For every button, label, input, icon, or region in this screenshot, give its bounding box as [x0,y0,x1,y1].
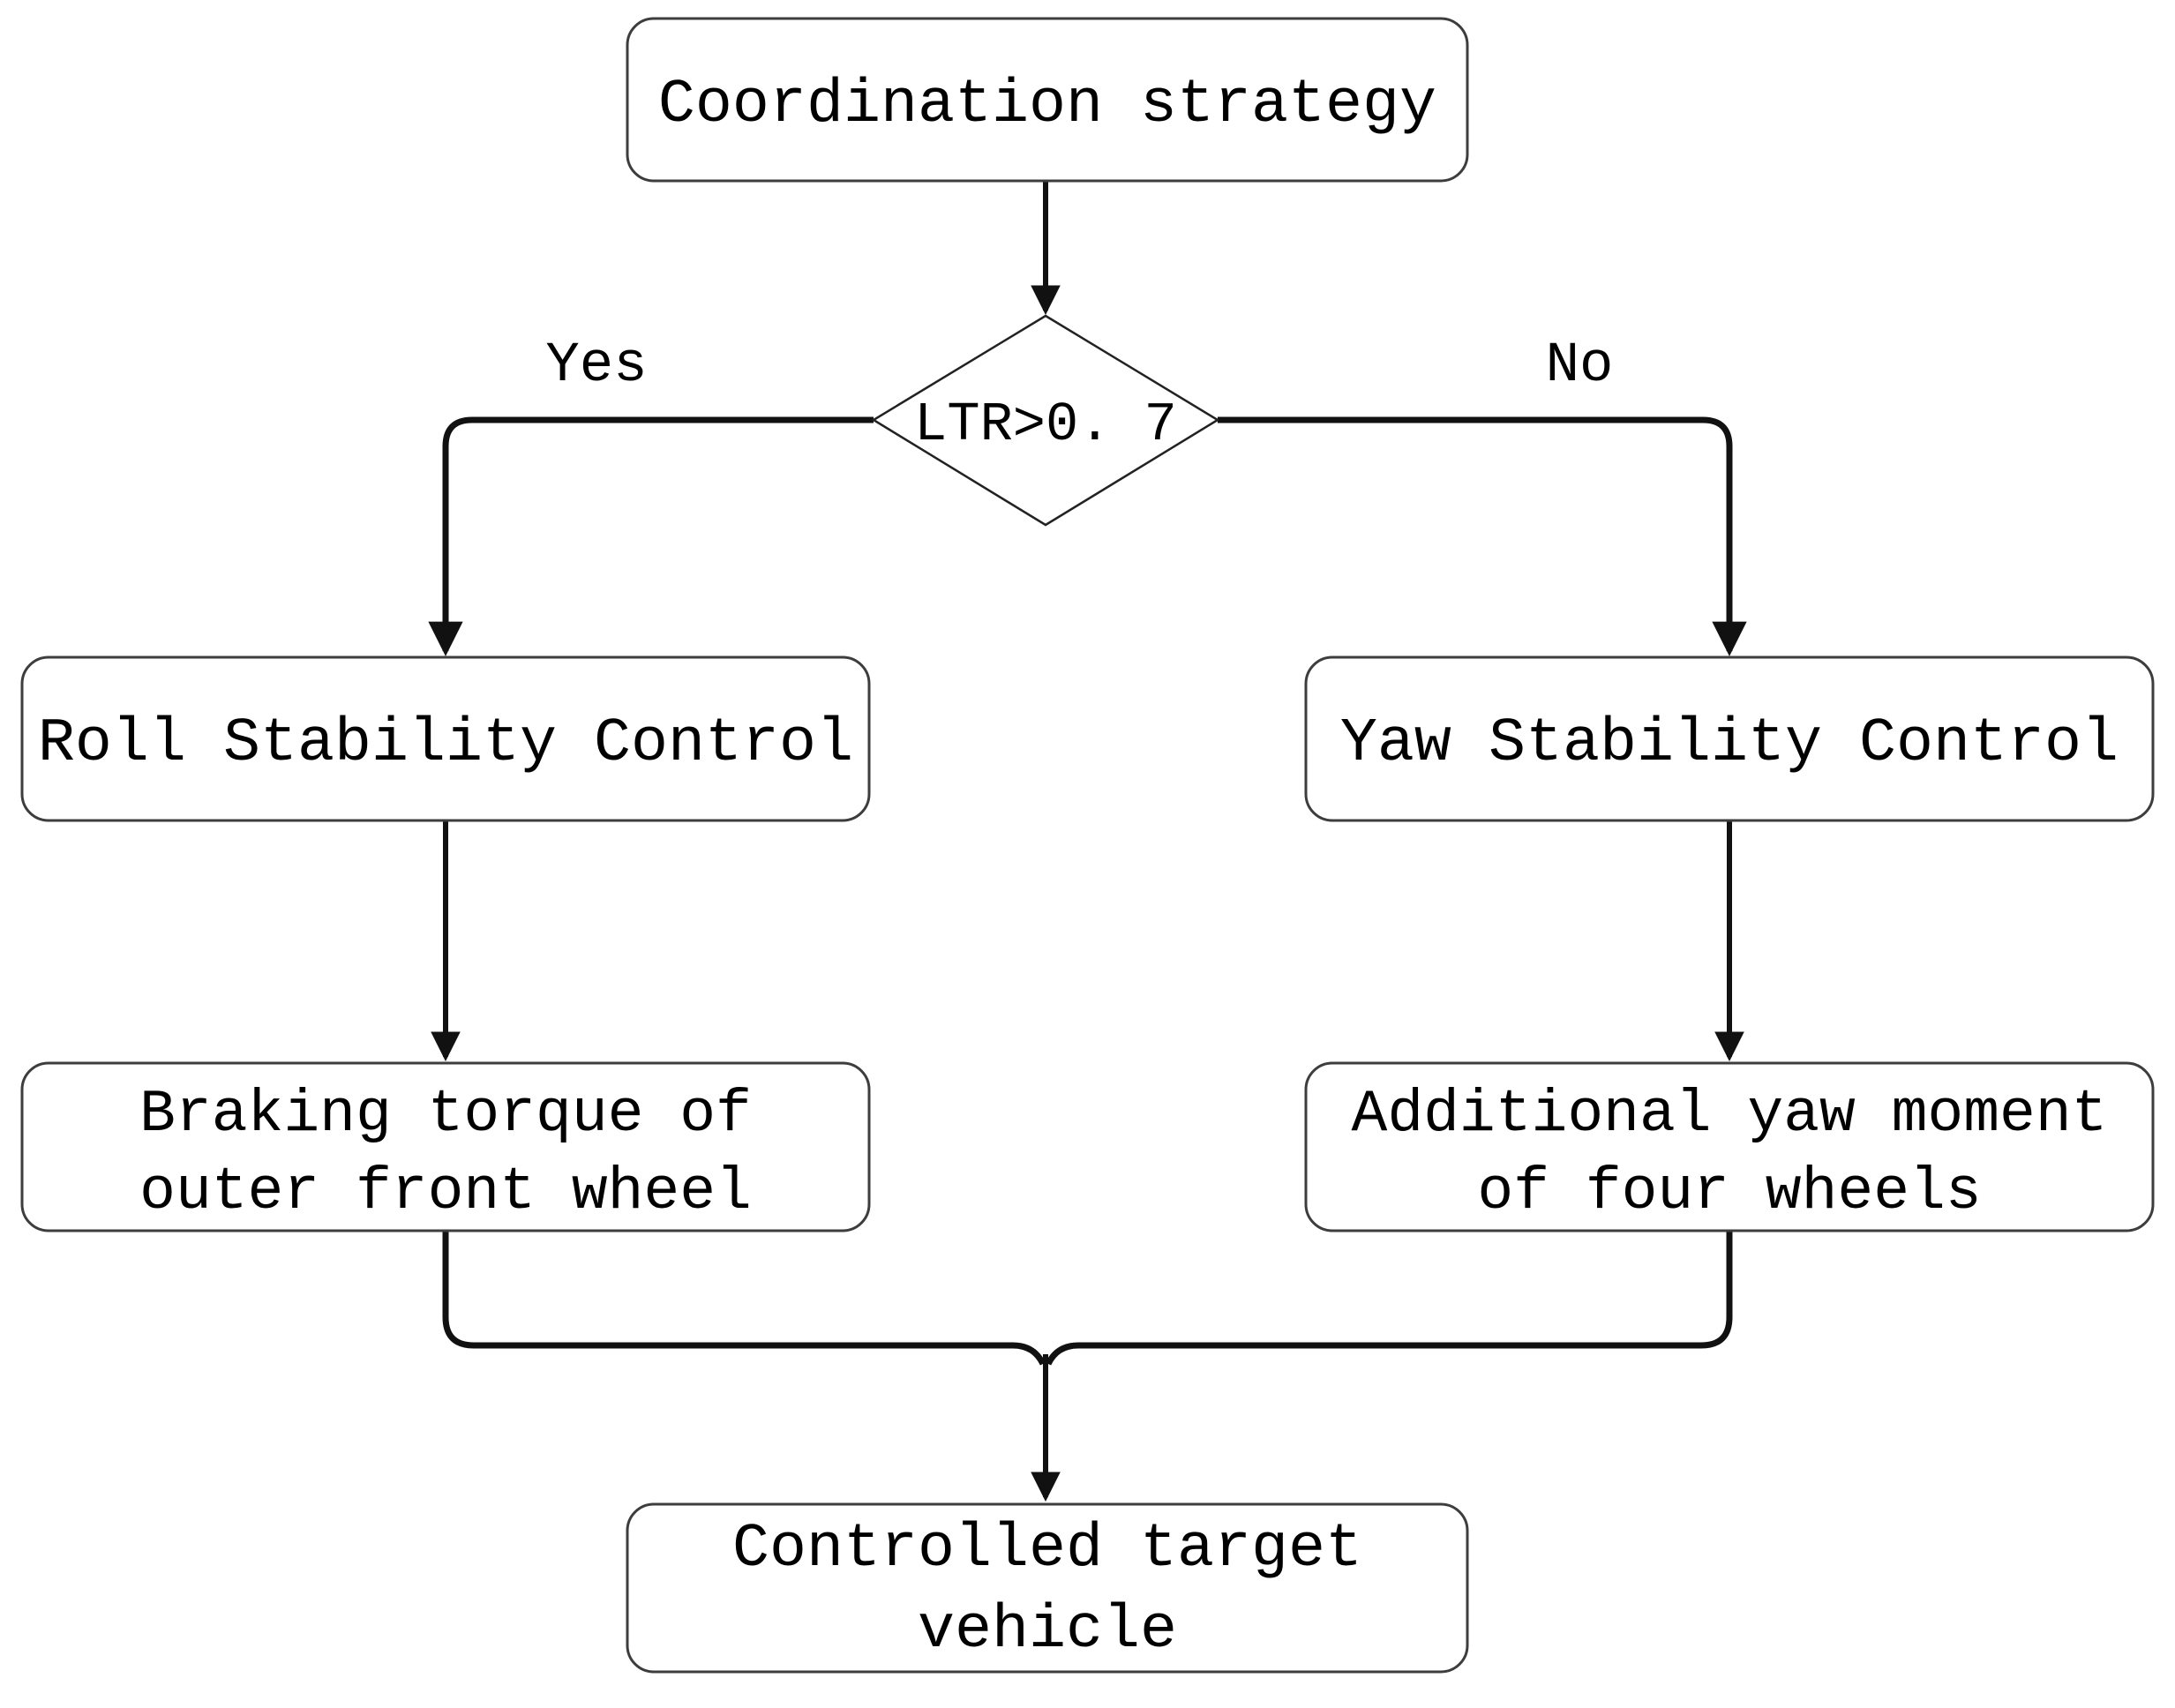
node-yaw-stability-label: Yaw Stability Control [1340,709,2119,779]
node-additional-yaw: Additional yaw moment of four wheels [1304,1061,2155,1232]
label-no: No [1546,334,1614,398]
decision-ltr: LTR>0. 7 [871,314,1220,527]
edge-yes-branch [428,416,874,656]
node-coordination-strategy-shape [626,17,1469,183]
label-yes: Yes [545,334,647,398]
decision-ltr-shape [871,314,1220,527]
decision-ltr-label: LTR>0. 7 [914,393,1177,456]
node-coordination-strategy: Coordination strategy [626,17,1469,183]
node-controlled-target-shape [626,1502,1469,1674]
node-roll-stability-shape [20,655,871,822]
node-additional-yaw-line2: of four wheels [1477,1158,1981,1226]
node-roll-stability-label: Roll Stability Control [38,709,853,779]
node-braking-torque: Braking torque of outer front wheel [20,1061,871,1232]
node-additional-yaw-shape [1304,1061,2155,1232]
node-braking-torque-line2: outer front wheel [139,1158,752,1226]
node-yaw-stability: Yaw Stability Control [1304,655,2155,822]
node-controlled-target: Controlled target vehicle [626,1502,1469,1674]
node-braking-torque-shape [20,1061,871,1232]
node-roll-stability: Roll Stability Control [20,655,871,822]
node-controlled-target-line2: vehicle [918,1596,1177,1666]
edges [428,181,1747,1502]
edge-additional-to-merge [1045,1230,1733,1366]
node-controlled-target-line1: Controlled target [732,1515,1362,1584]
node-coordination-strategy-label: Coordination strategy [658,71,1436,140]
edge-no-branch [1218,416,1747,656]
node-additional-yaw-line1: Additional yaw moment [1352,1081,2108,1149]
node-braking-torque-line1: Braking torque of [139,1081,752,1149]
node-yaw-stability-shape [1304,655,2155,822]
edge-braking-to-merge [442,1230,1046,1366]
